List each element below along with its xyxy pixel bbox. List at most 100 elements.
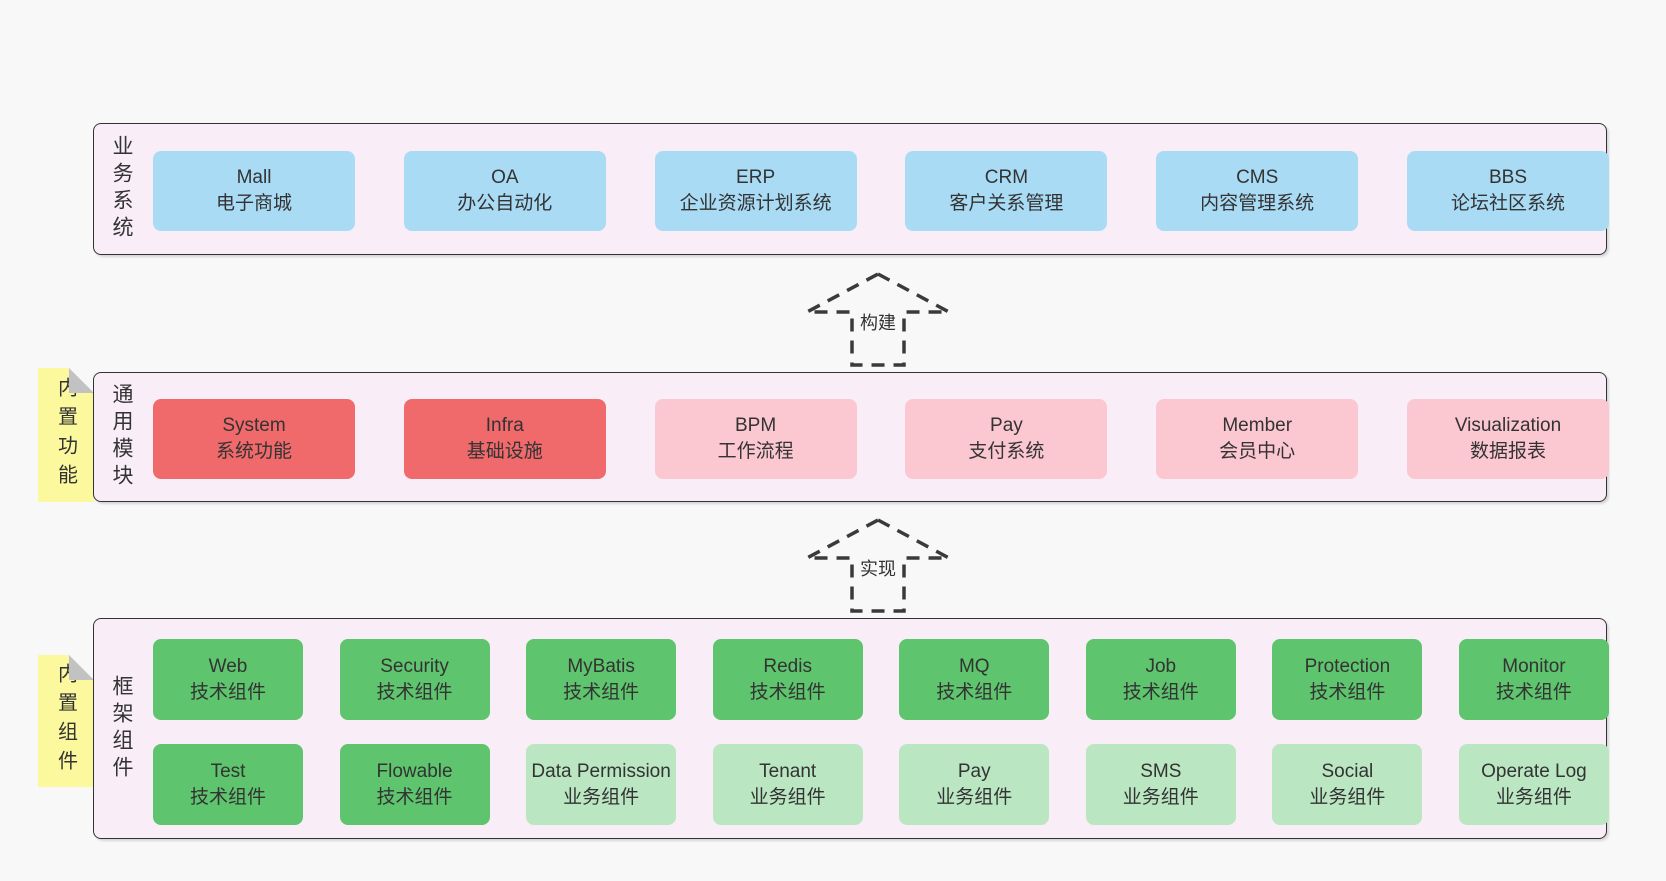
box-title: Infra	[485, 415, 524, 436]
box-title: CRM	[984, 167, 1029, 188]
box-job: Job 技术组件	[1085, 639, 1236, 720]
box-monitor: Monitor 技术组件	[1458, 639, 1609, 720]
box-tenant: Tenant 业务组件	[712, 744, 863, 825]
box-subtitle: 技术组件	[1495, 681, 1572, 703]
sticky-note-label: 内置功能	[54, 377, 77, 493]
box-title: System	[222, 415, 286, 436]
layer-label: 业务系统	[110, 135, 133, 243]
arrow-build: 构建	[803, 268, 953, 368]
box-title: Security	[380, 655, 449, 677]
box-title: Mall	[236, 167, 272, 188]
box-cms: CMS 内容管理系统	[1156, 151, 1359, 231]
box-title: MyBatis	[567, 655, 635, 677]
box-title: Test	[210, 760, 246, 782]
box-redis: Redis 技术组件	[712, 639, 863, 720]
arrow-label: 构建	[860, 313, 896, 333]
box-subtitle: 业务组件	[1495, 786, 1572, 808]
box-bbs: BBS 论坛社区系统	[1406, 151, 1609, 231]
box-title: Redis	[763, 655, 812, 677]
box-title: BBS	[1488, 167, 1527, 188]
layer-label: 框架组件	[110, 674, 133, 783]
box-title: ERP	[736, 167, 776, 188]
box-subtitle: 工作流程	[717, 441, 794, 462]
box-subtitle: 业务组件	[1122, 786, 1199, 808]
box-subtitle: 数据报表	[1469, 441, 1546, 462]
box-subtitle: 论坛社区系统	[1450, 193, 1565, 214]
box-subtitle: 企业资源计划系统	[679, 193, 832, 214]
box-title: BPM	[735, 415, 777, 436]
sticky-note-built-in-features: 内置功能	[38, 368, 94, 502]
sticky-note-built-in-components: 内置组件	[38, 655, 94, 787]
box-member: Member 会员中心	[1156, 399, 1359, 479]
box-title: Tenant	[759, 760, 817, 782]
box-subtitle: 支付系统	[968, 441, 1045, 462]
box-pay: Pay 业务组件	[899, 744, 1050, 825]
box-infra: Infra 基础设施	[403, 399, 606, 479]
box-subtitle: 技术组件	[1122, 681, 1199, 703]
box-subtitle: 内容管理系统	[1200, 193, 1315, 214]
box-visualization: Visualization 数据报表	[1406, 399, 1609, 479]
arrow-label-bg	[854, 309, 902, 336]
box-subtitle: 技术组件	[189, 681, 266, 703]
box-security: Security 技术组件	[339, 639, 490, 720]
box-title: Job	[1145, 655, 1177, 677]
box-title: Pay	[957, 760, 991, 782]
box-subtitle: 业务组件	[749, 786, 826, 808]
box-title: Monitor	[1502, 655, 1566, 677]
arrow-label-bg	[854, 555, 902, 582]
up-arrow-outline	[806, 518, 950, 613]
box-subtitle: 电子商城	[215, 193, 292, 214]
box-web: Web 技术组件	[153, 639, 303, 720]
box-test: Test 技术组件	[153, 744, 303, 825]
box-subtitle: 客户关系管理	[949, 193, 1064, 214]
box-title: CMS	[1236, 167, 1279, 188]
box-subtitle: 办公自动化	[457, 193, 553, 214]
sticky-note-label: 内置组件	[54, 663, 77, 779]
box-title: Member	[1222, 415, 1293, 436]
box-sms: SMS 业务组件	[1085, 744, 1236, 825]
box-mall: Mall 电子商城	[153, 151, 355, 231]
box-data-permission: Data Permission 业务组件	[526, 744, 677, 825]
box-title: Web	[208, 655, 248, 677]
box-subtitle: 技术组件	[376, 786, 453, 808]
box-erp: ERP 企业资源计划系统	[654, 151, 857, 231]
box-subtitle: 业务组件	[563, 786, 640, 808]
box-subtitle: 业务组件	[936, 786, 1013, 808]
box-subtitle: 会员中心	[1219, 441, 1296, 462]
box-mq: MQ 技术组件	[899, 639, 1050, 720]
box-subtitle: 技术组件	[563, 681, 640, 703]
box-subtitle: 技术组件	[749, 681, 826, 703]
box-title: Protection	[1304, 655, 1391, 677]
box-title: Operate Log	[1481, 760, 1587, 782]
box-title: SMS	[1140, 760, 1182, 782]
up-arrow-outline	[806, 272, 950, 367]
box-title: Data Permission	[531, 760, 671, 782]
box-mybatis: MyBatis 技术组件	[526, 639, 677, 720]
box-subtitle: 基础设施	[466, 441, 543, 462]
box-subtitle: 技术组件	[189, 786, 266, 808]
box-subtitle: 技术组件	[1309, 681, 1386, 703]
box-protection: Protection 技术组件	[1272, 639, 1423, 720]
layer-label: 通用模块	[110, 383, 133, 491]
box-title: Visualization	[1454, 415, 1562, 436]
box-subtitle: 技术组件	[376, 681, 453, 703]
box-title: MQ	[958, 655, 990, 677]
box-subtitle: 技术组件	[936, 681, 1013, 703]
box-system: System 系统功能	[153, 399, 355, 479]
box-social: Social 业务组件	[1272, 744, 1423, 825]
box-title: Social	[1321, 760, 1374, 782]
box-subtitle: 业务组件	[1309, 786, 1386, 808]
box-crm: CRM 客户关系管理	[905, 151, 1108, 231]
box-subtitle: 系统功能	[215, 441, 292, 462]
